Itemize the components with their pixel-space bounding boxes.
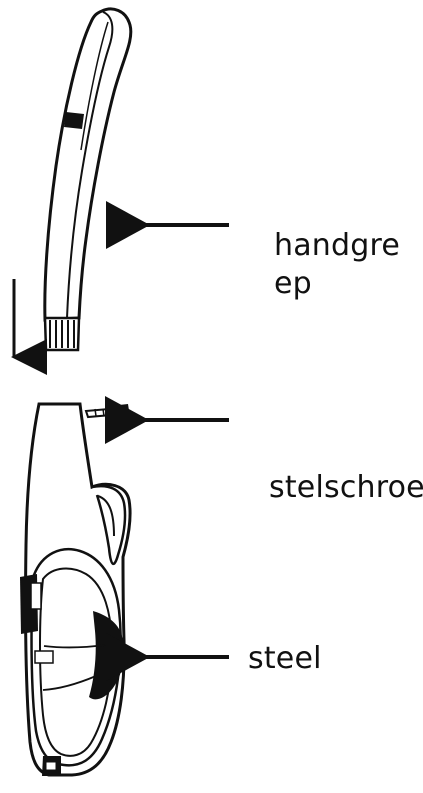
handle-part (45, 9, 131, 350)
handgreep-label-line-1: handgre (274, 231, 400, 261)
setscrew-part (86, 404, 130, 418)
stelschroef-label: stelschroef (269, 473, 423, 503)
pointer-arrows (145, 225, 229, 657)
steel-label: steel (248, 644, 322, 674)
body-part (20, 404, 130, 776)
handgreep-label-line-2: ep (274, 269, 400, 299)
handgreep-label: handgre ep (274, 231, 400, 299)
